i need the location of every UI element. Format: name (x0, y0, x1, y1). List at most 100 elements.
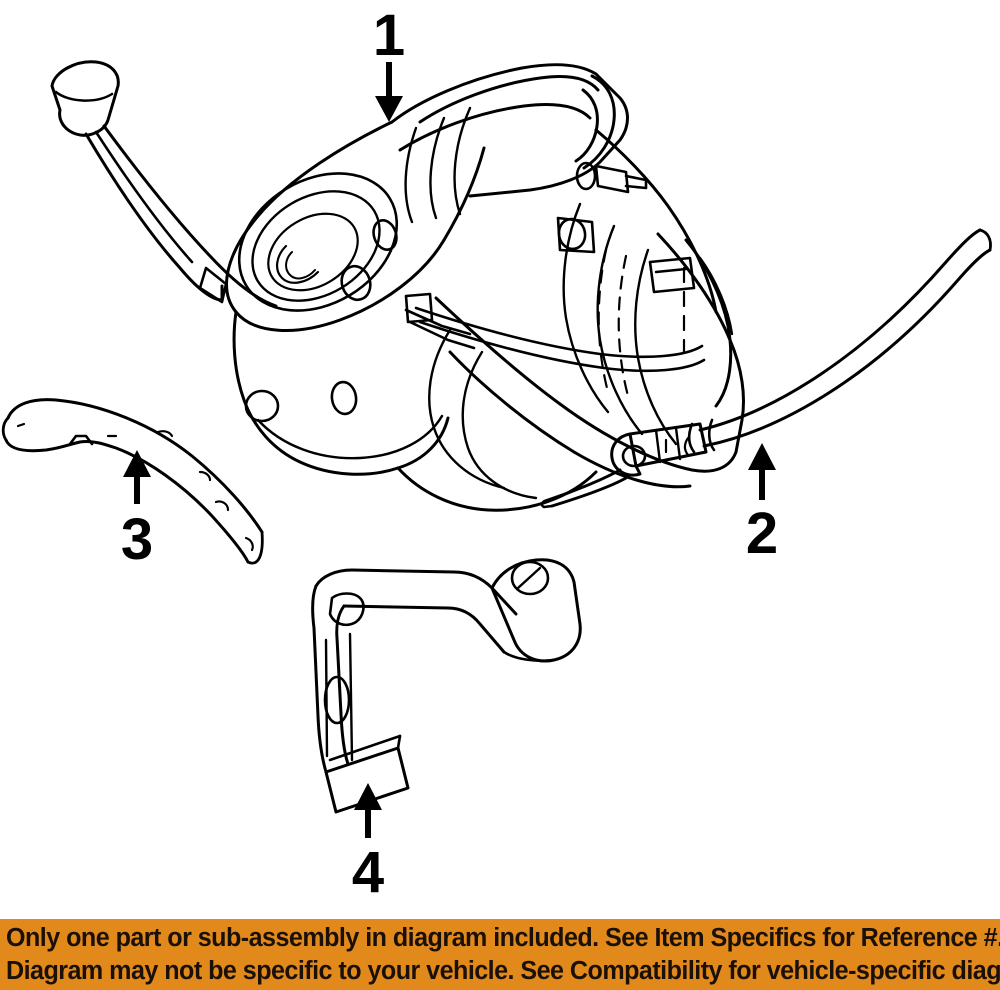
heat-shield-dimple-4 (198, 470, 212, 482)
callout-1-arrow-head (375, 96, 403, 122)
heat-shield-left-end (1, 416, 10, 442)
terminal-lead-wire-mid (94, 130, 194, 264)
heat-shield-dimple-5 (214, 500, 230, 512)
motor-end-cap-outline (684, 238, 733, 408)
callout-2-number: 2 (746, 501, 778, 566)
nose-housing-hole-2 (330, 380, 358, 416)
solenoid-terminal-stud-shaft (624, 174, 648, 190)
drive-housing-band-1 (428, 328, 506, 490)
solenoid-barrel-lower-edge (398, 103, 592, 152)
cable-terminal-housing-seam (654, 428, 662, 464)
disclaimer-banner: Only one part or sub-assembly in diagram… (0, 919, 1000, 990)
motor-body-outline (434, 232, 745, 473)
solenoid-barrel-top-ridge (418, 75, 600, 124)
callout-2-arrow-head (748, 443, 776, 470)
heat-shield-inner-edge (4, 438, 250, 564)
cable-body-upper-edge (698, 228, 982, 432)
solenoid-seam-2 (429, 116, 446, 220)
cable-terminal-housing-seam-2 (674, 426, 682, 461)
terminal-boot-cap (50, 60, 120, 137)
motor-end-cap-seam (698, 256, 734, 336)
cable-terminal-ring-lug (610, 432, 642, 477)
solenoid-motor-strap (404, 308, 472, 336)
solenoid-boss-hole-2 (340, 264, 372, 302)
cable-ferrule-band-1 (687, 422, 696, 454)
cable-branch-lead-tip (540, 498, 554, 509)
solenoid-end-cap (582, 74, 616, 170)
callout-2: 2 (746, 443, 778, 566)
solenoid-end-cap-inner (574, 88, 599, 163)
callout-1: 1 (373, 3, 405, 122)
bracket-pad-hole-slash (516, 566, 542, 590)
disclaimer-line-2: Diagram may not be specific to your vehi… (6, 956, 1000, 985)
callout-4-number: 4 (352, 840, 384, 905)
cable-branch-lead-upper (546, 468, 622, 502)
part-starter-mounting-bracket (311, 558, 582, 814)
heat-shield-outer-edge (6, 398, 264, 534)
cable-ferrule-band-2 (707, 418, 716, 452)
part-starter-heat-shield (1, 398, 264, 565)
solenoid-boss-hole-1 (372, 219, 398, 251)
callout-3: 3 (121, 450, 153, 572)
callout-3-arrow-head (123, 450, 151, 477)
bracket-vertical-outer-edge (311, 584, 328, 774)
cable-terminal-lug-hole (621, 444, 647, 468)
solenoid-front-ring-3 (267, 212, 359, 292)
rail-boss-collar (556, 216, 596, 254)
solenoid-front-ring-2 (251, 190, 381, 302)
solenoid-front-hub (276, 244, 320, 284)
solenoid-barrel-outline (390, 63, 629, 198)
strap-mount-block (404, 292, 434, 324)
bracket-pad-hole (510, 560, 550, 596)
bracket-mount-pad (490, 558, 582, 663)
heat-shield-end-cap (246, 530, 264, 565)
terminal-boot-rim (54, 90, 114, 102)
terminal-lead-wire-upper (102, 124, 278, 308)
solenoid-front-hub-inner (285, 251, 316, 280)
solenoid-terminal-stud-outer (594, 164, 630, 194)
bracket-pad-lower-fold (502, 650, 556, 663)
hidden-line-1 (597, 248, 610, 394)
heat-shield-dimple-3 (156, 430, 174, 438)
disclaimer-line-1: Only one part or sub-assembly in diagram… (6, 923, 1000, 952)
motor-body-rib-1 (562, 202, 610, 414)
heat-shield-dimple-1 (16, 422, 26, 428)
bracket-slot-lower (323, 675, 351, 725)
part-starter-motor-assembly (225, 63, 745, 512)
bracket-web-line-2 (348, 632, 354, 762)
diagram-canvas: 1 2 3 4 (1, 3, 992, 905)
cable-terminal-housing (628, 422, 708, 468)
callout-4-arrow-head (354, 783, 382, 810)
starter-nose-housing (232, 310, 450, 476)
solenoid-front-ring-1 (237, 172, 399, 312)
cable-tip-cap (978, 228, 992, 252)
drive-housing-outline (396, 466, 598, 512)
bracket-top-arm-upper-edge (314, 568, 518, 616)
heat-shield-dimple-6 (244, 536, 254, 552)
motor-body-top-edge (594, 128, 718, 314)
solenoid-seam-1 (404, 126, 418, 224)
cable-body-lower-edge (702, 248, 992, 448)
bracket-top-arm-lower-edge (342, 604, 506, 654)
starter-side-rail-top (414, 306, 704, 359)
bracket-slot-upper (328, 592, 365, 627)
part-battery-positive-cable (540, 228, 992, 509)
drive-housing-band-2 (461, 350, 538, 500)
starter-mount-tab-edge (654, 267, 688, 274)
lead-end-tab (198, 266, 228, 304)
bracket-bottom-foot-edge (396, 734, 402, 750)
solenoid-terminal-nut (575, 161, 597, 191)
hidden-line-2 (617, 254, 630, 398)
bracket-bottom-foot (324, 746, 410, 814)
callout-1-number: 1 (373, 3, 405, 68)
solenoid-mid-housing (442, 146, 486, 242)
bracket-bottom-foot-fold (328, 734, 402, 762)
starter-side-rail-bottom (418, 320, 706, 373)
callout-3-number: 3 (121, 507, 153, 572)
motor-body-lower-belly (448, 350, 692, 489)
cable-branch-lead-lower (550, 476, 628, 508)
callout-4: 4 (352, 783, 384, 905)
starter-mount-tab (648, 256, 696, 294)
solenoid-seam-3 (453, 106, 472, 216)
